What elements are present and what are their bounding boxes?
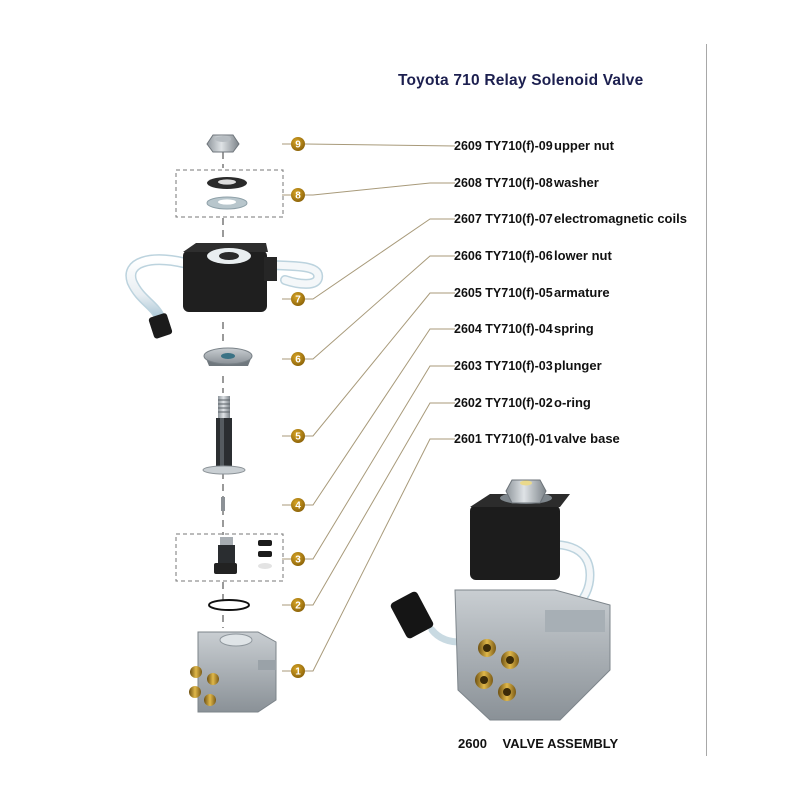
badge-number: 5 (295, 432, 301, 443)
leader-line (305, 292, 455, 437)
assembly-name: VALVE ASSEMBLY (502, 736, 619, 751)
part-armature (202, 396, 246, 475)
part-code: 2609 TY710(f)-09 (454, 139, 553, 153)
part-name: electromagnetic coils (554, 211, 687, 226)
part-badges: 9 8 7 6 5 4 3 2 1 (291, 137, 305, 678)
part-code: 2604 TY710(f)-04 (454, 322, 553, 336)
part-plunger (214, 537, 272, 574)
badge-number: 8 (295, 191, 301, 202)
part-badge: 5 (291, 429, 305, 443)
part-badge: 8 (291, 188, 305, 202)
badge-circle (291, 498, 305, 512)
badge-circle (291, 664, 305, 678)
leader-line (305, 328, 455, 506)
vertical-divider (706, 44, 707, 756)
part-washer (206, 177, 248, 210)
part-name: plunger (554, 358, 602, 373)
badge-circle (291, 188, 305, 202)
part-code: 2607 TY710(f)-07 (454, 212, 553, 226)
part-badge: 3 (291, 552, 305, 566)
badge-number: 4 (295, 501, 301, 512)
leader-line (305, 365, 455, 560)
part-name: lower nut (554, 248, 612, 263)
badge-circle (291, 292, 305, 306)
part-spring (221, 497, 225, 511)
part-code: 2606 TY710(f)-06 (454, 249, 553, 263)
assembly-label: 2600 VALVE ASSEMBLY (458, 736, 618, 751)
part-badge: 2 (291, 598, 305, 612)
badge-circle (291, 137, 305, 151)
part-name: upper nut (554, 138, 614, 153)
part-name: valve base (554, 431, 620, 446)
badge-number: 6 (295, 355, 301, 366)
part-valve-base (189, 631, 277, 713)
part-code: 2603 TY710(f)-03 (454, 359, 553, 373)
badge-circle (291, 552, 305, 566)
part-label: 2607 TY710(f)-07electromagnetic coils (454, 211, 687, 227)
part-name: washer (554, 175, 599, 190)
part-badge: 7 (291, 292, 305, 306)
part-label: 2608 TY710(f)-08washer (454, 175, 599, 191)
leader-line (304, 143, 456, 147)
leader-line (305, 402, 455, 606)
badge-number: 7 (295, 295, 301, 306)
badge-circle (291, 429, 305, 443)
badge-circle (291, 598, 305, 612)
part-label: 2609 TY710(f)-09upper nut (454, 138, 614, 154)
badge-circle (291, 352, 305, 366)
part-electromagnetic-coil (125, 243, 323, 339)
assembled-valve-image (390, 479, 611, 721)
part-name: spring (554, 321, 594, 336)
leader-line (305, 438, 455, 672)
badge-number: 9 (295, 140, 301, 151)
part-code: 2601 TY710(f)-01 (454, 432, 553, 446)
badge-number: 1 (295, 667, 301, 678)
part-label: 2606 TY710(f)-06lower nut (454, 248, 612, 264)
part-label: 2601 TY710(f)-01valve base (454, 431, 620, 447)
part-code: 2608 TY710(f)-08 (454, 176, 553, 190)
leader-lines (282, 143, 456, 672)
part-upper-nut (206, 134, 240, 153)
part-o-ring (208, 599, 250, 611)
part-badge: 9 (291, 137, 305, 151)
assembly-code: 2600 (458, 736, 487, 751)
part-label: 2603 TY710(f)-03plunger (454, 358, 602, 374)
part-code: 2605 TY710(f)-05 (454, 286, 553, 300)
badge-number: 2 (295, 601, 301, 612)
part-badge: 1 (291, 664, 305, 678)
leader-line (305, 218, 455, 300)
diagram-title: Toyota 710 Relay Solenoid Valve (398, 72, 644, 89)
leader-line (305, 182, 455, 196)
badge-number: 3 (295, 555, 301, 566)
part-code: 2602 TY710(f)-02 (454, 396, 553, 410)
part-lower-nut (203, 347, 253, 366)
leader-line (305, 255, 455, 360)
part-label: 2604 TY710(f)-04spring (454, 321, 594, 337)
part-label: 2605 TY710(f)-05armature (454, 285, 610, 301)
part-name: armature (554, 285, 610, 300)
part-label: 2602 TY710(f)-02o-ring (454, 395, 591, 411)
part-badge: 6 (291, 352, 305, 366)
part-badge: 4 (291, 498, 305, 512)
part-name: o-ring (554, 395, 591, 410)
